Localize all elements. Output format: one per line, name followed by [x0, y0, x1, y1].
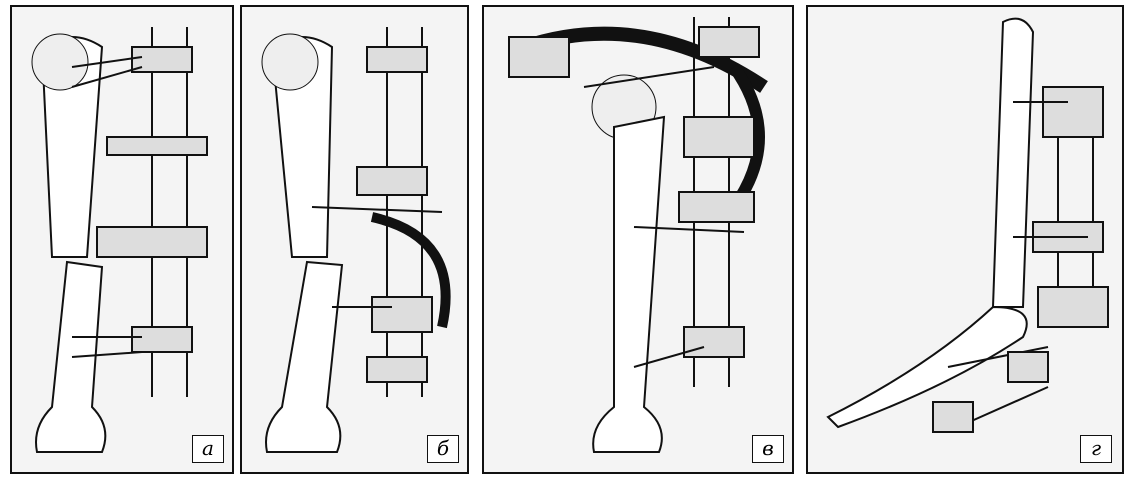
panel-label-a: а [192, 435, 224, 463]
distal-bone-fragment [265, 260, 344, 453]
fixator-illustration-a [31, 27, 208, 453]
panel-g: г [806, 5, 1124, 474]
humerus [991, 17, 1035, 308]
fixator-illustration-g [826, 17, 1109, 433]
panel-label-g: г [1080, 435, 1112, 463]
external-fixator-frame [932, 86, 1109, 433]
external-fixator-frame [508, 17, 760, 387]
fixator-illustration-v [508, 17, 768, 453]
panel-label-v: в [752, 435, 784, 463]
forearm-bones [826, 305, 1028, 429]
humeral-head [31, 33, 89, 91]
external-fixator-frame [311, 27, 451, 397]
external-fixator-frame [71, 27, 208, 397]
panel-b: б [240, 5, 469, 474]
distal-bone-fragment [35, 260, 107, 453]
panel-a: а [10, 5, 234, 474]
fixator-illustration-b [261, 27, 451, 453]
panel-label-b: б [427, 435, 459, 463]
panel-v: в [482, 5, 794, 474]
bone [592, 115, 666, 453]
